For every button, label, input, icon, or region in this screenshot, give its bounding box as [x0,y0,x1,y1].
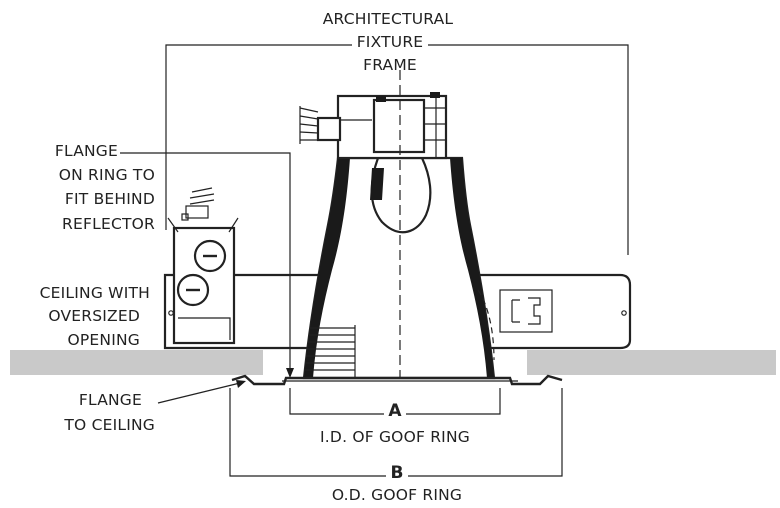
dimension-a-text: I.D. OF GOOF RING [320,428,470,446]
label-flange-to-ceiling-line2: TO CEILING [63,416,155,434]
label-flange-on-ring-line1: FLANGE [55,142,118,160]
dimension-b-letter: B [391,463,404,483]
ceiling-slab-left [10,350,263,375]
dimension-b-text: O.D. GOOF RING [332,486,462,504]
label-ceiling-line2: OVERSIZED [48,307,140,325]
label-architectural: ARCHITECTURAL [323,10,454,28]
baffle-lines [305,325,356,378]
leader-flange-to-ceiling [157,380,246,404]
socket-housing [299,92,448,160]
label-flange-to-ceiling-line1: FLANGE [79,391,142,409]
reflector [302,156,496,380]
label-flange-on-ring-line2: ON RING TO [59,166,155,184]
ceiling-slab-right [527,350,776,375]
dimension-a-letter: A [388,401,402,421]
label-ceiling-line1: CEILING WITH [40,284,150,302]
junction-box [167,187,239,345]
label-frame: FRAME [363,56,417,74]
label-flange-on-ring-line4: REFLECTOR [62,215,155,233]
goof-ring [231,374,563,386]
label-flange-on-ring-line3: FIT BEHIND [65,190,155,208]
label-ceiling-line3: OPENING [67,331,140,349]
leader-flange-on-ring [120,152,294,378]
label-fixture: FIXTURE [357,33,424,51]
